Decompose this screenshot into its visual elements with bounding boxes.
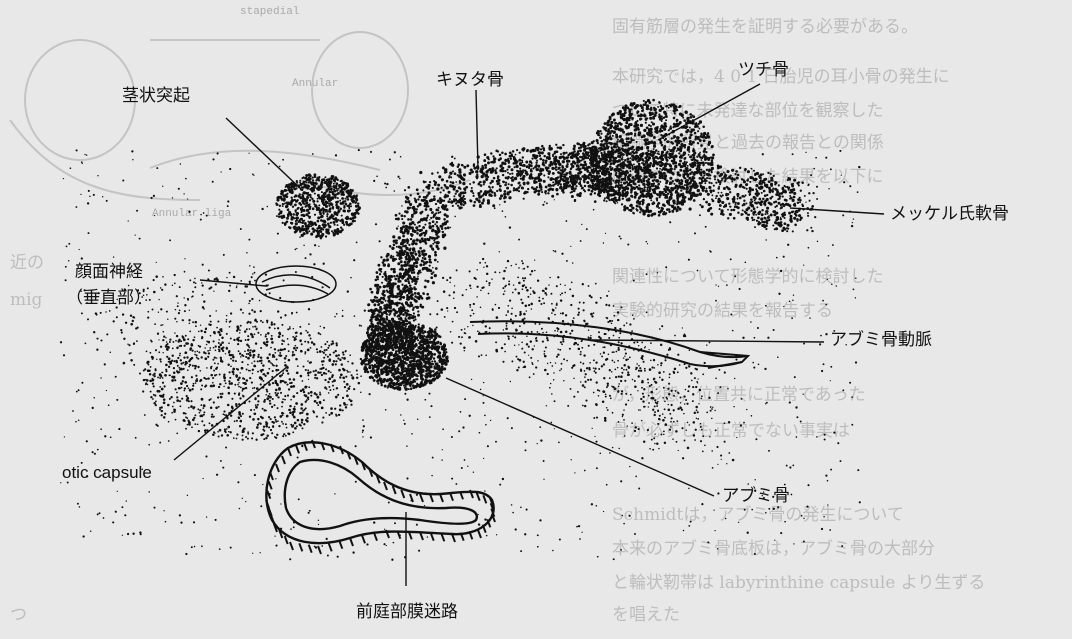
- label-otic-capsule: otic capsule: [62, 462, 152, 483]
- leader-incus: [476, 90, 478, 168]
- label-meckel-cartilage: メッケル氏軟骨: [890, 204, 1009, 225]
- leader-stapedial-artery: [592, 340, 824, 342]
- leader-otic-capsule: [174, 366, 288, 460]
- label-incus: キヌタ骨: [436, 70, 504, 91]
- label-stapes: アブミ骨: [722, 486, 790, 507]
- label-vestibular-labyrinth: 前庭部膜迷路: [356, 602, 458, 623]
- label-stapedial-artery: アブミ骨動脈: [830, 330, 932, 351]
- label-facial-nerve: 顔面神経: [75, 262, 143, 283]
- label-malleus: ツチ骨: [738, 60, 789, 81]
- vestibular-labyrinth-ticks: [266, 440, 495, 554]
- show-through-drawings: [10, 32, 470, 200]
- label-stylohyoid: 茎状突起: [122, 86, 190, 107]
- label-facial-nerve-vertical: （垂直部）: [66, 288, 151, 309]
- leader-meckel: [790, 208, 884, 214]
